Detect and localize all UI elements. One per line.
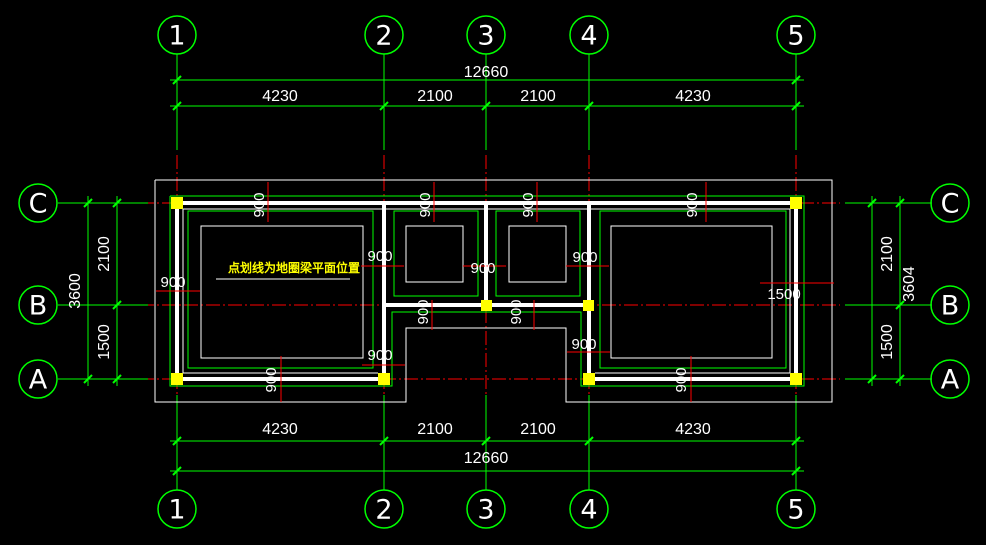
dim-900: 900 bbox=[684, 192, 701, 217]
axis-label-1-bottom: 1 bbox=[168, 495, 185, 526]
axis-label-2-bottom: 2 bbox=[375, 495, 392, 526]
dim-bottom-1-2: 4230 bbox=[262, 421, 298, 438]
column bbox=[583, 300, 594, 311]
dim-1500: 1500 bbox=[767, 286, 800, 303]
dim-bottom-3-4: 2100 bbox=[520, 421, 556, 438]
axis-label-4-top: 4 bbox=[580, 21, 597, 52]
axis-label-3-top: 3 bbox=[477, 21, 494, 52]
column bbox=[171, 373, 183, 385]
dim-900: 900 bbox=[470, 260, 495, 277]
dim-left-total: 3600 bbox=[67, 273, 84, 309]
dim-left-C-B: 2100 bbox=[96, 236, 113, 272]
column bbox=[583, 373, 595, 385]
dim-top-total: 12660 bbox=[464, 64, 509, 81]
axis-bubble-3-top bbox=[466, 15, 506, 55]
dim-900: 900 bbox=[367, 347, 392, 364]
foundation-outline bbox=[154, 179, 833, 403]
column bbox=[171, 197, 183, 209]
dim-top-3-4: 2100 bbox=[520, 88, 556, 105]
axis-label-C-right: C bbox=[941, 189, 960, 220]
dim-900: 900 bbox=[251, 192, 268, 217]
dim-top-4-5: 4230 bbox=[675, 88, 711, 105]
axis-label-B-right: B bbox=[941, 291, 960, 322]
axis-bubble-2-bottom bbox=[364, 489, 404, 529]
axis-bubble-B-left bbox=[18, 285, 58, 325]
dim-900: 900 bbox=[520, 192, 537, 217]
column bbox=[481, 300, 492, 311]
axis-bubble-4-top bbox=[569, 15, 609, 55]
axis-label-1-top: 1 bbox=[168, 21, 185, 52]
axis-bubble-C-right bbox=[930, 183, 970, 223]
dim-top-1-2: 4230 bbox=[262, 88, 298, 105]
dim-900: 900 bbox=[367, 248, 392, 265]
dim-900: 900 bbox=[415, 299, 432, 324]
axis-label-5-bottom: 5 bbox=[787, 495, 804, 526]
dim-bottom-4-5: 4230 bbox=[675, 421, 711, 438]
dim-left-B-A: 1500 bbox=[96, 324, 113, 360]
dim-right-C-B: 2100 bbox=[879, 236, 896, 272]
axis-label-4-bottom: 4 bbox=[580, 495, 597, 526]
dim-900: 900 bbox=[673, 367, 690, 392]
column bbox=[790, 373, 802, 385]
dim-900: 900 bbox=[417, 192, 434, 217]
beam-position-note: 点划线为地圈梁平面位置 bbox=[228, 260, 360, 275]
dim-900: 900 bbox=[572, 249, 597, 266]
dim-top-2-3: 2100 bbox=[417, 88, 453, 105]
axis-label-C-left: C bbox=[29, 189, 48, 220]
dim-right-B-A: 1500 bbox=[879, 324, 896, 360]
axis-bubble-A-right bbox=[930, 359, 970, 399]
dim-900: 900 bbox=[263, 367, 280, 392]
dim-900: 900 bbox=[571, 336, 596, 353]
axis-label-A-left: A bbox=[29, 365, 48, 396]
axis-bubble-A-left bbox=[18, 359, 58, 399]
axis-label-5-top: 5 bbox=[787, 21, 804, 52]
dim-right-total: 3604 bbox=[901, 266, 918, 302]
axis-bubble-5-top bbox=[776, 15, 816, 55]
dim-900: 900 bbox=[508, 299, 525, 324]
axis-bubble-1-top bbox=[157, 15, 197, 55]
columns bbox=[171, 197, 802, 385]
dim-900: 900 bbox=[160, 274, 185, 291]
ring-beam bbox=[175, 201, 798, 381]
axis-label-3-bottom: 3 bbox=[477, 495, 494, 526]
axis-bubble-3-bottom bbox=[466, 489, 506, 529]
axis-bubble-4-bottom bbox=[569, 489, 609, 529]
axis-label-B-left: B bbox=[29, 291, 48, 322]
axis-bubble-B-right bbox=[930, 285, 970, 325]
dim-bottom-2-3: 2100 bbox=[417, 421, 453, 438]
column bbox=[790, 197, 802, 209]
axis-label-A-right: A bbox=[941, 365, 960, 396]
dim-bottom-total: 12660 bbox=[464, 450, 509, 467]
axis-bubble-5-bottom bbox=[776, 489, 816, 529]
axis-bubble-C-left bbox=[18, 183, 58, 223]
axis-bubble-1-bottom bbox=[157, 489, 197, 529]
axis-label-2-top: 2 bbox=[375, 21, 392, 52]
axis-bubble-2-top bbox=[364, 15, 404, 55]
column bbox=[378, 373, 390, 385]
